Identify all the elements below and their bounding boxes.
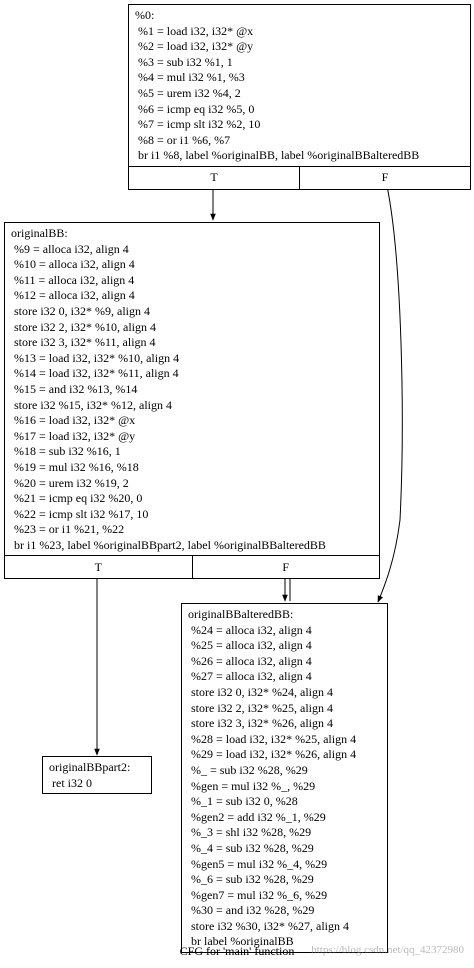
node-originalBB-line: %14 = load i32, i32* %11, align 4 [11, 366, 179, 381]
node-altered-line: %28 = load i32, i32* %25, align 4 [188, 731, 357, 746]
node-originalBB-line: originalBB: [11, 226, 68, 240]
node-altered-line: %_4 = sub i32 %28, %29 [188, 840, 314, 855]
node-altered-line: %26 = alloca i32, align 4 [188, 653, 312, 668]
node-entry-line: %4 = mul i32 %1, %3 [135, 70, 245, 85]
node-entry-line: br i1 %8, label %originalBB, label %orig… [135, 148, 420, 163]
node-originalBBpart2: originalBBpart2: ret i32 0 [42, 756, 152, 795]
node-originalBB-line: store i32 3, i32* %11, align 4 [11, 335, 156, 350]
node-entry-ports: T F [129, 165, 470, 189]
node-originalBB-line: %16 = load i32, i32* @x [11, 413, 136, 428]
node-originalBBpart2-line: ret i32 0 [49, 775, 92, 790]
node-entry-line: %3 = sub i32 %1, 1 [135, 54, 233, 69]
node-originalBB-line: store i32 0, i32* %9, align 4 [11, 303, 150, 318]
node-originalBBpart2-body: originalBBpart2: ret i32 0 [43, 757, 151, 793]
node-originalBB-line: %9 = alloca i32, align 4 [11, 241, 129, 256]
node-originalBB-line: %18 = sub i32 %16, 1 [11, 444, 121, 459]
node-entry-line: %5 = urem i32 %4, 2 [135, 85, 241, 100]
node-originalBBpart2-line: originalBBpart2: [49, 760, 131, 774]
node-altered-line: %gen = mul i32 %_, %29 [188, 778, 316, 793]
node-originalBB-line: %20 = urem i32 %19, 2 [11, 475, 129, 490]
port-false: F [299, 166, 470, 189]
node-entry-line: %7 = icmp slt i32 %2, 10 [135, 117, 261, 132]
node-altered-line: store i32 3, i32* %26, align 4 [188, 716, 333, 731]
node-originalBB: originalBB: %9 = alloca i32, align 4 %10… [4, 222, 380, 580]
node-altered-line: originalBBalteredBB: [188, 607, 294, 621]
node-altered-line: store i32 2, i32* %25, align 4 [188, 700, 333, 715]
node-altered-line: %_ = sub i32 %28, %29 [188, 762, 308, 777]
node-originalBB-line: %10 = alloca i32, align 4 [11, 257, 135, 272]
node-entry-line: %1 = load i32, i32* @x [135, 23, 254, 38]
node-originalBB-line: store i32 2, i32* %10, align 4 [11, 319, 156, 334]
port-true: T [94, 559, 102, 574]
node-altered-line: %24 = alloca i32, align 4 [188, 622, 312, 637]
node-entry-line: %2 = load i32, i32* @y [135, 39, 254, 54]
node-altered-line: store i32 %30, i32* %27, align 4 [188, 918, 349, 933]
node-originalBB-line: %19 = mul i32 %16, %18 [11, 459, 139, 474]
graph-caption: CFG for 'main' function [179, 944, 295, 958]
node-altered-line: %_6 = sub i32 %28, %29 [188, 872, 314, 887]
node-originalBB-line: %11 = alloca i32, align 4 [11, 272, 135, 287]
node-altered-line: %30 = and i32 %28, %29 [188, 903, 315, 918]
node-originalBB-line: %13 = load i32, i32* %10, align 4 [11, 350, 180, 365]
node-originalBB-line: store i32 %15, i32* %12, align 4 [11, 397, 172, 412]
node-entry: %0: %1 = load i32, i32* @x %2 = load i32… [128, 4, 471, 190]
node-altered-line: %25 = alloca i32, align 4 [188, 638, 312, 653]
node-altered-line: %_3 = shl i32 %28, %29 [188, 825, 312, 840]
edge-entry-false-to-altered [377, 185, 403, 603]
node-originalBB-line: %12 = alloca i32, align 4 [11, 288, 135, 303]
node-altered-line: %gen2 = add i32 %_1, %29 [188, 809, 326, 824]
node-entry-body: %0: %1 = load i32, i32* @x %2 = load i32… [129, 5, 470, 166]
node-entry-line: %8 = or i1 %6, %7 [135, 132, 231, 147]
watermark: https://blog.csdn.net/qq_42372980 [311, 944, 464, 956]
node-originalBB-body: originalBB: %9 = alloca i32, align 4 %10… [5, 223, 379, 555]
node-originalBB-line: %21 = icmp eq i32 %20, 0 [11, 491, 143, 506]
node-originalBB-line: %22 = icmp slt i32 %17, 10 [11, 506, 149, 521]
node-altered-line: %gen5 = mul i32 %_4, %29 [188, 856, 328, 871]
node-originalBB-line: %23 = or i1 %21, %22 [11, 522, 125, 537]
port-false: F [191, 556, 380, 579]
node-originalBB-line: %17 = load i32, i32* @y [11, 428, 136, 443]
node-originalBBalteredBB-body: originalBBalteredBB: %24 = alloca i32, a… [182, 604, 387, 952]
node-originalBB-line: %15 = and i32 %13, %14 [11, 381, 138, 396]
node-entry-line: %6 = icmp eq i32 %5, 0 [135, 101, 255, 116]
node-entry-line: %0: [135, 8, 155, 22]
node-altered-line: %27 = alloca i32, align 4 [188, 669, 312, 684]
node-altered-line: br label %originalBB [188, 934, 294, 949]
port-true: T [210, 170, 218, 185]
node-originalBBalteredBB: originalBBalteredBB: %24 = alloca i32, a… [181, 603, 388, 954]
node-altered-line: %29 = load i32, i32* %26, align 4 [188, 747, 357, 762]
node-originalBB-line: br i1 %23, label %originalBBpart2, label… [11, 537, 326, 552]
node-altered-line: %gen7 = mul i32 %_6, %29 [188, 887, 328, 902]
node-altered-line: store i32 0, i32* %24, align 4 [188, 684, 333, 699]
node-altered-line: %_1 = sub i32 0, %28 [188, 794, 298, 809]
node-originalBB-ports: T F [5, 555, 380, 579]
